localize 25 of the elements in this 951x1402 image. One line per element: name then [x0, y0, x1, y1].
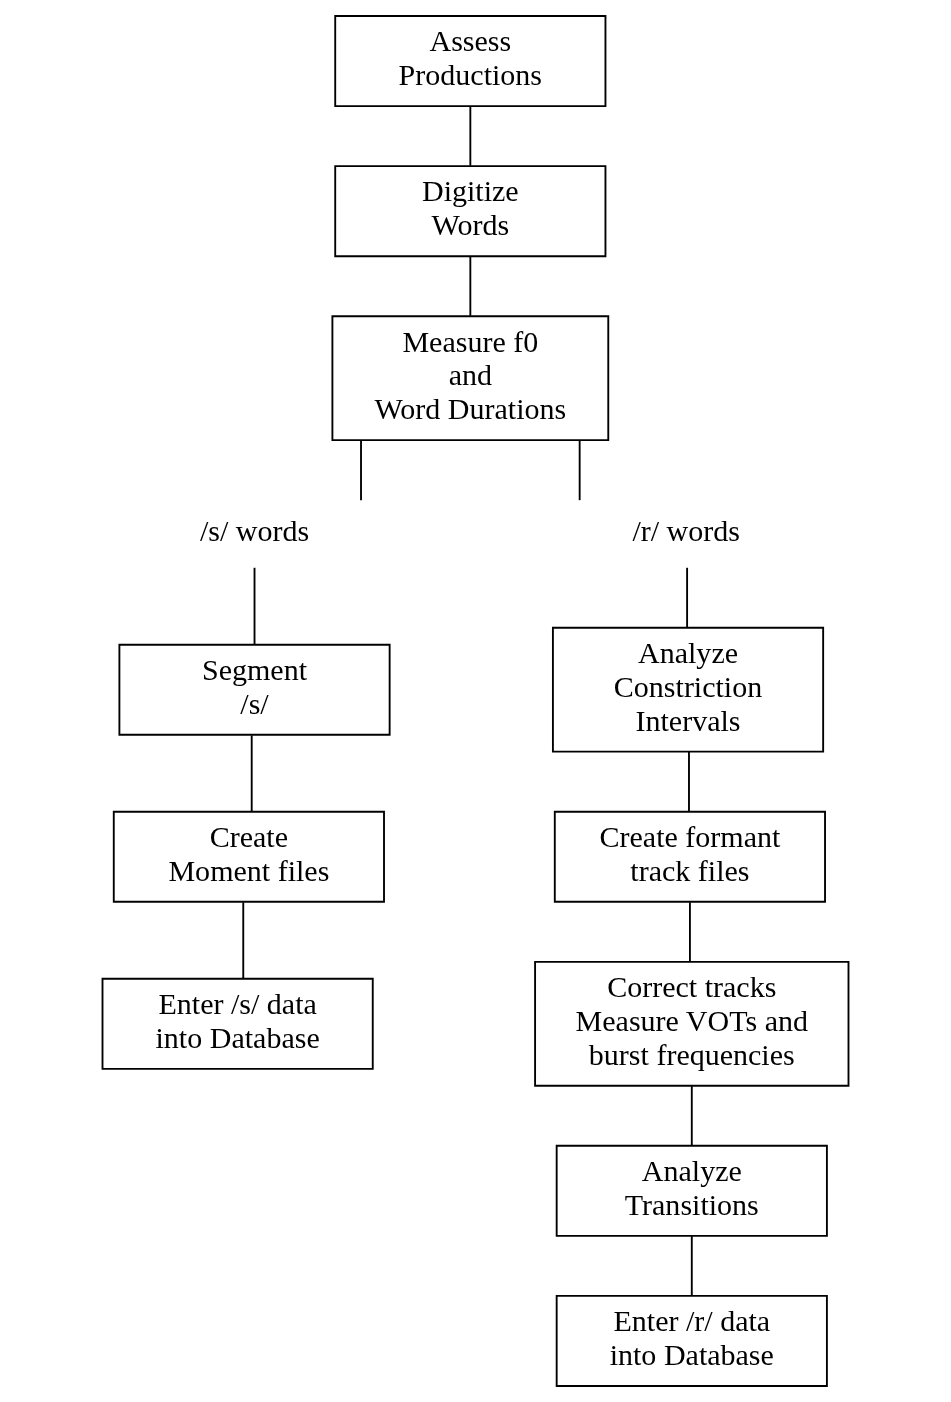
node-box: Create formant track files [553, 810, 826, 903]
node-box: Create Moment files [112, 810, 385, 903]
node-box: Enter /r/ data into Database [555, 1294, 828, 1387]
connector [690, 1085, 693, 1147]
connector [360, 439, 362, 502]
connector [469, 105, 472, 167]
node-box: Segment /s/ [118, 643, 391, 736]
connector [469, 255, 472, 317]
connector [250, 734, 253, 813]
connector [688, 751, 690, 813]
connector [578, 439, 581, 502]
node-box: Digitize Words [334, 165, 607, 258]
connector [690, 1234, 693, 1297]
node-box: Analyze Constriction Intervals [551, 626, 825, 753]
connector [242, 901, 245, 980]
connector [688, 901, 691, 963]
node-box: Analyze Transitions [555, 1144, 828, 1237]
node-text: /r/ words [632, 514, 740, 548]
connector [253, 566, 256, 646]
node-box: Assess Productions [334, 15, 607, 108]
connector [686, 566, 689, 629]
node-box: Enter /s/ data into Database [101, 977, 374, 1070]
node-text: /s/ words [199, 514, 310, 548]
node-box: Correct tracks Measure VOTs and burst frequencies [534, 960, 850, 1087]
node-box: Measure f0 and Word Durations [331, 315, 610, 442]
